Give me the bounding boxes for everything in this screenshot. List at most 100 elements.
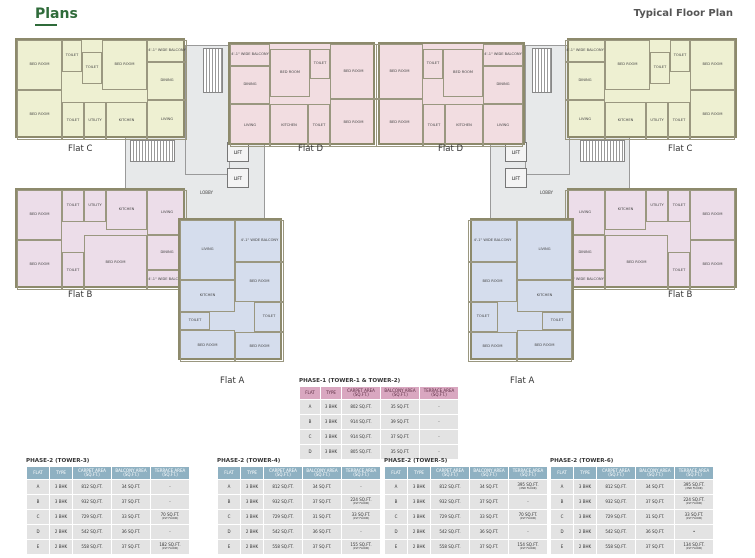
cell-value: 36 SQ.FT. (479, 528, 499, 534)
cell-value: A (394, 483, 398, 489)
cell-value: 802 SQ.FT. (350, 403, 372, 409)
cell-value: 3 BHK (412, 483, 426, 489)
table-cell: - (420, 445, 458, 459)
table-cell: D (218, 525, 240, 539)
cell-value: 37 SQ.FT. (645, 543, 665, 549)
table-cell: 3 BHK (321, 415, 341, 429)
cell-value: D (560, 528, 564, 534)
cell-value: 3 BHK (578, 498, 592, 504)
table-cell: 39 SQ.FT. (381, 415, 419, 429)
cell-value: 542 SQ.FT. (81, 528, 103, 534)
table-cell: 395 SQ.FT.(2ND FLOOR) (509, 480, 547, 494)
table-cell: 35 SQ.FT. (381, 400, 419, 414)
column-header: BALCONY AREA (SQ.FT.) (112, 467, 150, 479)
room: BED ROOM (468, 332, 517, 362)
table-cell: D (551, 525, 573, 539)
column-header: BALCONY AREA (SQ.FT.) (303, 467, 341, 479)
cell-value: 729 SQ.FT. (605, 513, 627, 519)
room: BED ROOM (17, 90, 62, 140)
table-cell: 3 BHK (321, 445, 341, 459)
table-cell: - (342, 525, 380, 539)
table-cell: 3 BHK (241, 480, 263, 494)
cell-value: 2 BHK (245, 528, 259, 534)
table-cell: 37 SQ.FT. (303, 540, 341, 554)
room: TOILET (308, 104, 330, 147)
room: BED ROOM (270, 49, 310, 97)
table-cell: 3 BHK (241, 510, 263, 524)
table-cell: 558 SQ.FT. (73, 540, 111, 554)
cell-note: (1ST FLOOR) (685, 501, 703, 505)
cell-value: 2 BHK (412, 528, 426, 534)
table-cell: - (509, 495, 547, 509)
table-cell: 37 SQ.FT. (112, 540, 150, 554)
table-cell: 33 SQ.FT. (470, 510, 508, 524)
cell-value: B (560, 498, 564, 504)
cell-value: 914 SQ.FT. (350, 418, 372, 424)
cell-value: A (36, 483, 40, 489)
room: BED ROOM (690, 190, 735, 240)
room: 4'-1" WIDE BALCONY (235, 220, 284, 262)
table-cell: 31 SQ.FT. (303, 510, 341, 524)
cell-value: A (227, 483, 231, 489)
cell-value: 932 SQ.FT. (272, 498, 294, 504)
room: BED ROOM (235, 262, 284, 302)
table-cell: B (385, 495, 407, 509)
column-header: FLAT (385, 467, 407, 479)
column-header: TERRACE AREA (SQ.FT.) (675, 467, 713, 479)
cell-value: 182 SQ.FT. (159, 542, 181, 548)
cell-value: C (36, 513, 40, 519)
cell-value: 33 SQ.FT. (351, 512, 371, 518)
cell-value: 33 SQ.FT. (121, 513, 141, 519)
room: BED ROOM (102, 40, 147, 90)
table-title: PHASE-1 (TOWER-1 & TOWER-2) (299, 378, 401, 384)
title-underline (35, 24, 57, 26)
table-cell: 729 SQ.FT. (264, 510, 302, 524)
table-title: PHASE-2 (TOWER-6) (550, 458, 614, 464)
cell-value: 2 BHK (54, 528, 68, 534)
table-cell: 3 BHK (574, 510, 596, 524)
cell-note: (1ST FLOOR) (685, 546, 703, 550)
room: KITCHEN (445, 104, 483, 147)
cell-value: 36 SQ.FT. (121, 528, 141, 534)
column-header: FLAT (218, 467, 240, 479)
table-cell: 3 BHK (321, 400, 341, 414)
table-cell: - (420, 430, 458, 444)
column-header: TERRACE AREA (SQ.FT.) (342, 467, 380, 479)
table-cell: C (218, 510, 240, 524)
room: TOILET (254, 302, 284, 332)
cell-value: - (360, 483, 362, 489)
cell-value: C (560, 513, 564, 519)
table-cell: 33 SQ.FT. (112, 510, 150, 524)
room: TOILET (670, 40, 690, 72)
cell-value: B (394, 498, 398, 504)
cell-value: 224 SQ.FT. (350, 497, 372, 503)
cell-value: 2 BHK (412, 543, 426, 549)
cell-value: 558 SQ.FT. (439, 543, 461, 549)
column-header: CARPET AREA (SQ.FT.) (73, 467, 111, 479)
cell-value: C (394, 513, 398, 519)
table-cell: B (551, 495, 573, 509)
cell-value: 812 SQ.FT. (81, 483, 103, 489)
table-cell: 35 SQ.FT. (381, 445, 419, 459)
room: DINING (483, 66, 523, 104)
table-cell: - (420, 400, 458, 414)
table-cell: 37 SQ.FT. (470, 540, 508, 554)
column-header: TERRACE AREA (SQ.FT.) (420, 387, 458, 399)
table-title: PHASE-2 (TOWER-3) (26, 458, 90, 464)
cell-value: 542 SQ.FT. (439, 528, 461, 534)
flat-label: Flat D (438, 144, 464, 154)
room: DINING (147, 62, 187, 100)
table-cell: 2 BHK (574, 525, 596, 539)
cell-value: D (227, 528, 231, 534)
cell-note: (1ST FLOOR) (352, 516, 370, 520)
table-cell: - (151, 525, 189, 539)
room: TOILET (310, 49, 330, 79)
